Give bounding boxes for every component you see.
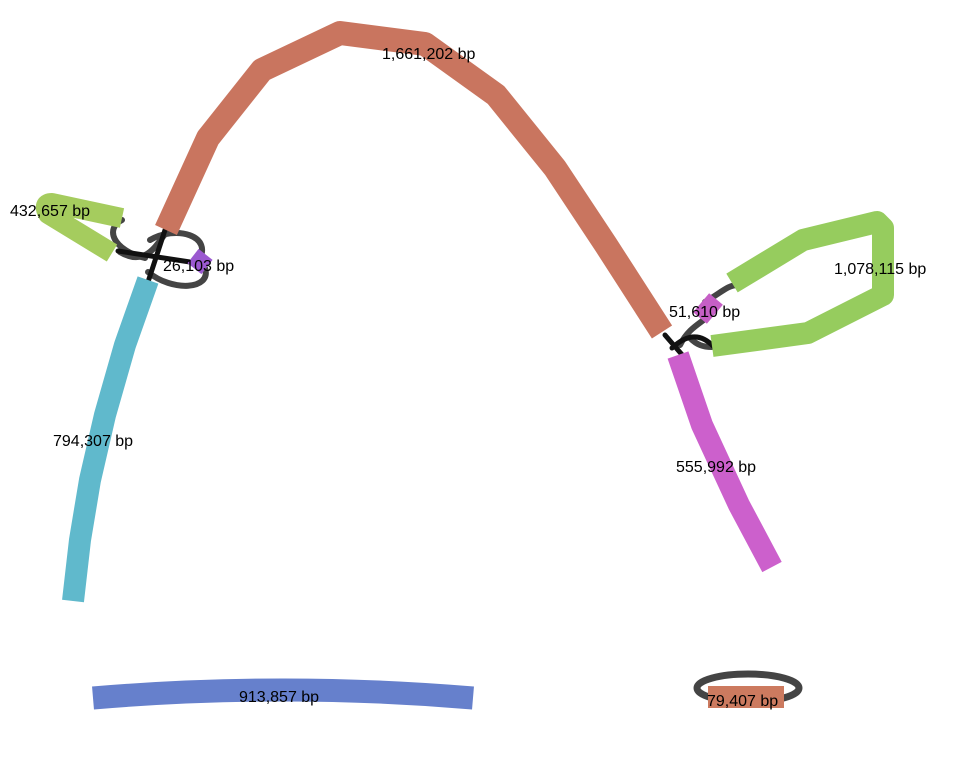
segment-432657[interactable] (35, 193, 125, 262)
label-555992: 555,992 bp (676, 459, 756, 476)
label-79407: 79,407 bp (707, 693, 778, 710)
segment-79407[interactable] (708, 686, 784, 708)
segment-1661202[interactable] (155, 21, 673, 339)
label-432657: 432,657 bp (10, 203, 90, 220)
segment-51610[interactable] (693, 293, 723, 324)
label-51610: 51,610 bp (669, 304, 740, 321)
label-1078115: 1,078,115 bp (834, 261, 926, 278)
segments (35, 21, 894, 710)
labels: 1,661,202 bp 432,657 bp 26,103 bp 794,30… (10, 46, 926, 710)
segment-794307[interactable] (62, 276, 159, 603)
label-913857: 913,857 bp (239, 689, 319, 706)
label-26103: 26,103 bp (163, 258, 234, 275)
segment-913857[interactable] (92, 678, 474, 710)
segment-26103[interactable] (187, 248, 213, 275)
link-left-6 (145, 227, 168, 285)
link-right-5 (669, 334, 717, 351)
label-1661202: 1,661,202 bp (382, 46, 476, 63)
label-794307: 794,307 bp (53, 433, 133, 450)
links (110, 217, 803, 706)
link-left-4 (145, 265, 209, 289)
segment-1078115[interactable] (710, 211, 894, 357)
segment-555992[interactable] (667, 351, 782, 573)
